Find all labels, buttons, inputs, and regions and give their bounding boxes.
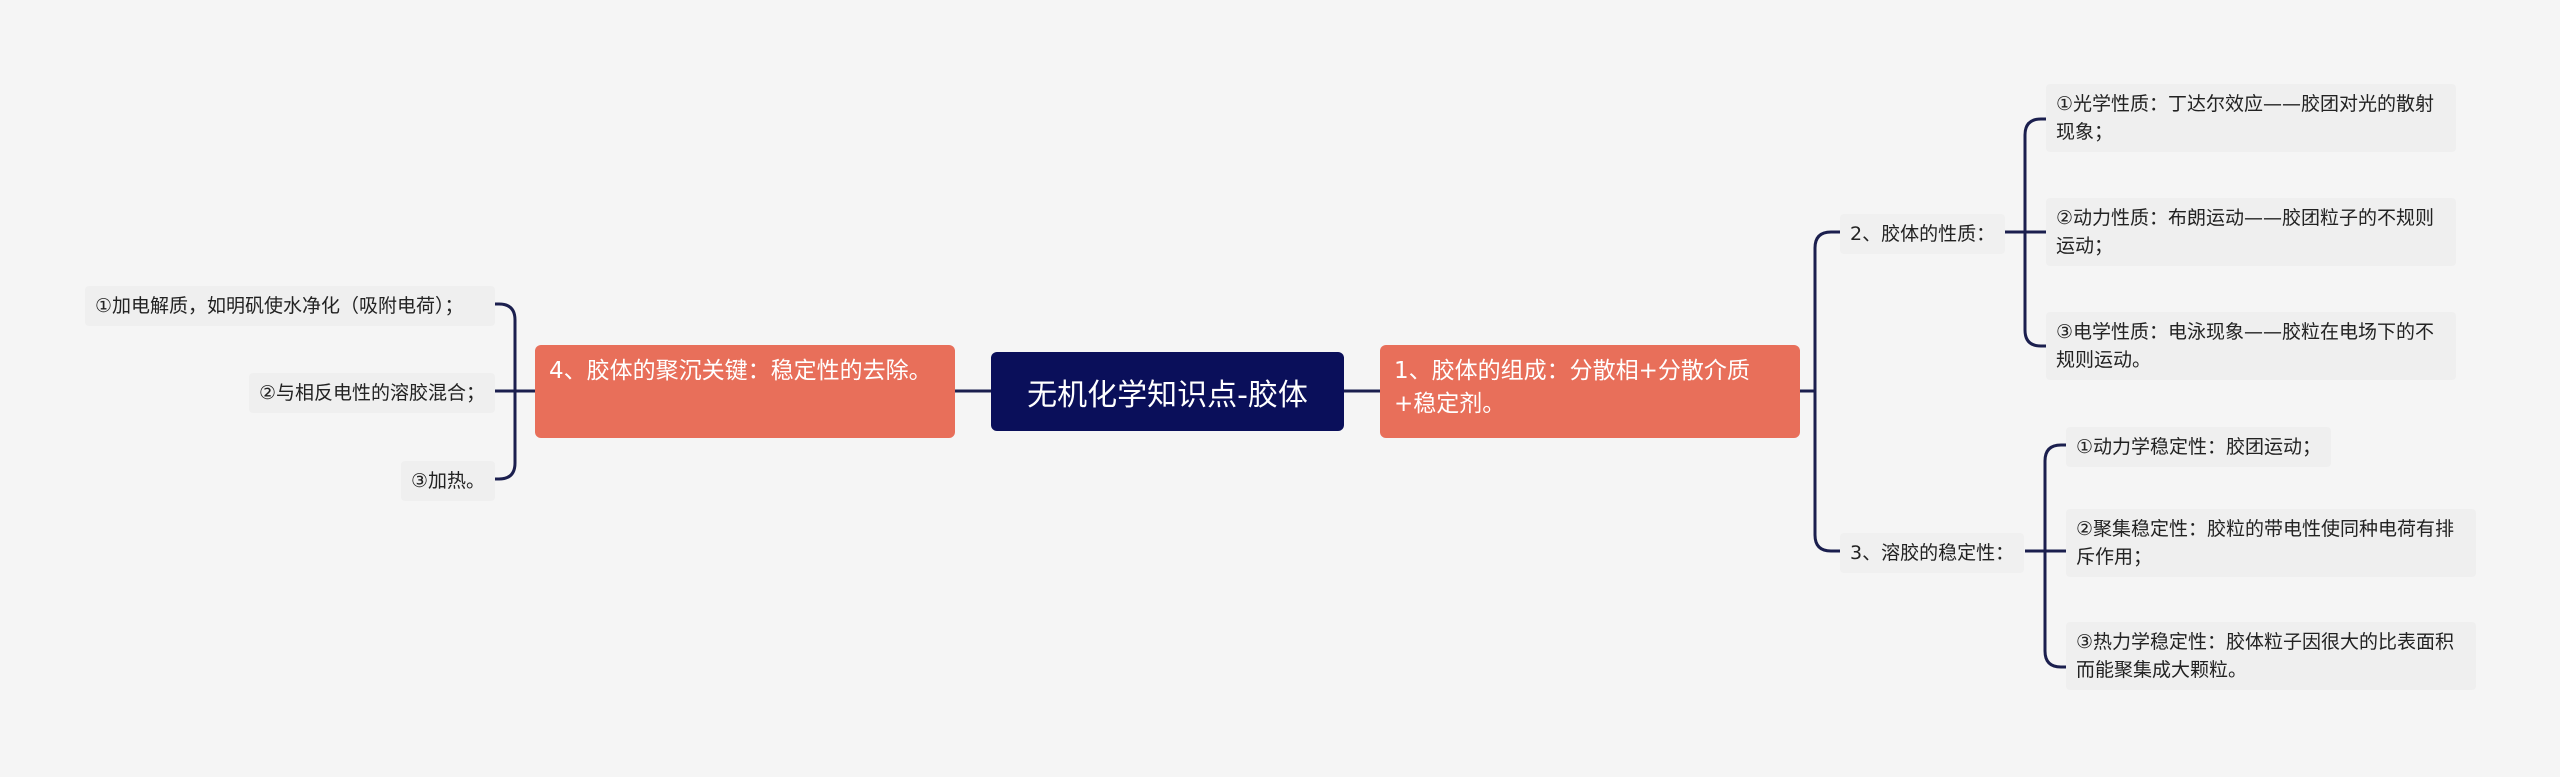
branch-coagulation[interactable]: 4、胶体的聚沉关键：稳定性的去除。 — [535, 345, 955, 438]
sub-node-properties-label: 2、胶体的性质： — [1850, 223, 1996, 245]
leaf-add-electrolyte-label: ①加电解质，如明矾使水净化（吸附电荷）； — [95, 295, 464, 317]
leaf-kinetic-stability[interactable]: ①动力学稳定性：胶团运动； — [2066, 427, 2332, 467]
leaf-add-electrolyte[interactable]: ①加电解质，如明矾使水净化（吸附电荷）； — [85, 286, 495, 326]
link-right-subs — [1800, 230, 1840, 553]
leaf-mix-opposite[interactable]: ②与相反电性的溶胶混合； — [248, 373, 495, 413]
leaf-optical[interactable]: ①光学性质：丁达尔效应——胶团对光的散射现象； — [2046, 84, 2456, 152]
leaf-electric-label: ③电学性质：电泳现象——胶粒在电场下的不规则运动。 — [2056, 321, 2435, 371]
root-label: 无机化学知识点-胶体 — [1027, 377, 1308, 413]
branch-composition[interactable]: 1、胶体的组成：分散相+分散介质+稳定剂。 — [1380, 345, 1800, 438]
leaf-optical-label: ①光学性质：丁达尔效应——胶团对光的散射现象； — [2056, 93, 2435, 143]
leaf-dynamic[interactable]: ②动力性质：布朗运动——胶团粒子的不规则运动； — [2046, 198, 2456, 266]
leaf-mix-opposite-label: ②与相反电性的溶胶混合； — [258, 382, 485, 404]
leaf-thermo-stability-label: ③热力学稳定性：胶体粒子因很大的比表面积而能聚集成大颗粒。 — [2076, 631, 2455, 681]
leaf-dynamic-label: ②动力性质：布朗运动——胶团粒子的不规则运动； — [2056, 207, 2435, 257]
leaf-electric[interactable]: ③电学性质：电泳现象——胶粒在电场下的不规则运动。 — [2046, 312, 2456, 380]
leaf-aggregation-stability-label: ②聚集稳定性：胶粒的带电性使同种电荷有排斥作用； — [2076, 518, 2455, 568]
link-sub3-leaves — [2025, 443, 2066, 669]
branch-composition-label: 1、胶体的组成：分散相+分散介质+稳定剂。 — [1394, 358, 1750, 417]
link-sub2-leaves — [2005, 117, 2046, 348]
leaf-heating[interactable]: ③加热。 — [400, 461, 495, 501]
sub-node-stability[interactable]: 3、溶胶的稳定性： — [1840, 533, 2025, 573]
leaf-aggregation-stability[interactable]: ②聚集稳定性：胶粒的带电性使同种电荷有排斥作用； — [2066, 509, 2476, 577]
leaf-heating-label: ③加热。 — [410, 470, 485, 492]
leaf-thermo-stability[interactable]: ③热力学稳定性：胶体粒子因很大的比表面积而能聚集成大颗粒。 — [2066, 622, 2476, 690]
sub-node-properties[interactable]: 2、胶体的性质： — [1840, 214, 2006, 254]
leaf-kinetic-stability-label: ①动力学稳定性：胶团运动； — [2076, 436, 2322, 458]
root-node[interactable]: 无机化学知识点-胶体 — [991, 352, 1344, 431]
link-left-leaves — [495, 302, 535, 481]
sub-node-stability-label: 3、溶胶的稳定性： — [1850, 542, 2015, 564]
branch-coagulation-label: 4、胶体的聚沉关键：稳定性的去除。 — [549, 358, 932, 384]
